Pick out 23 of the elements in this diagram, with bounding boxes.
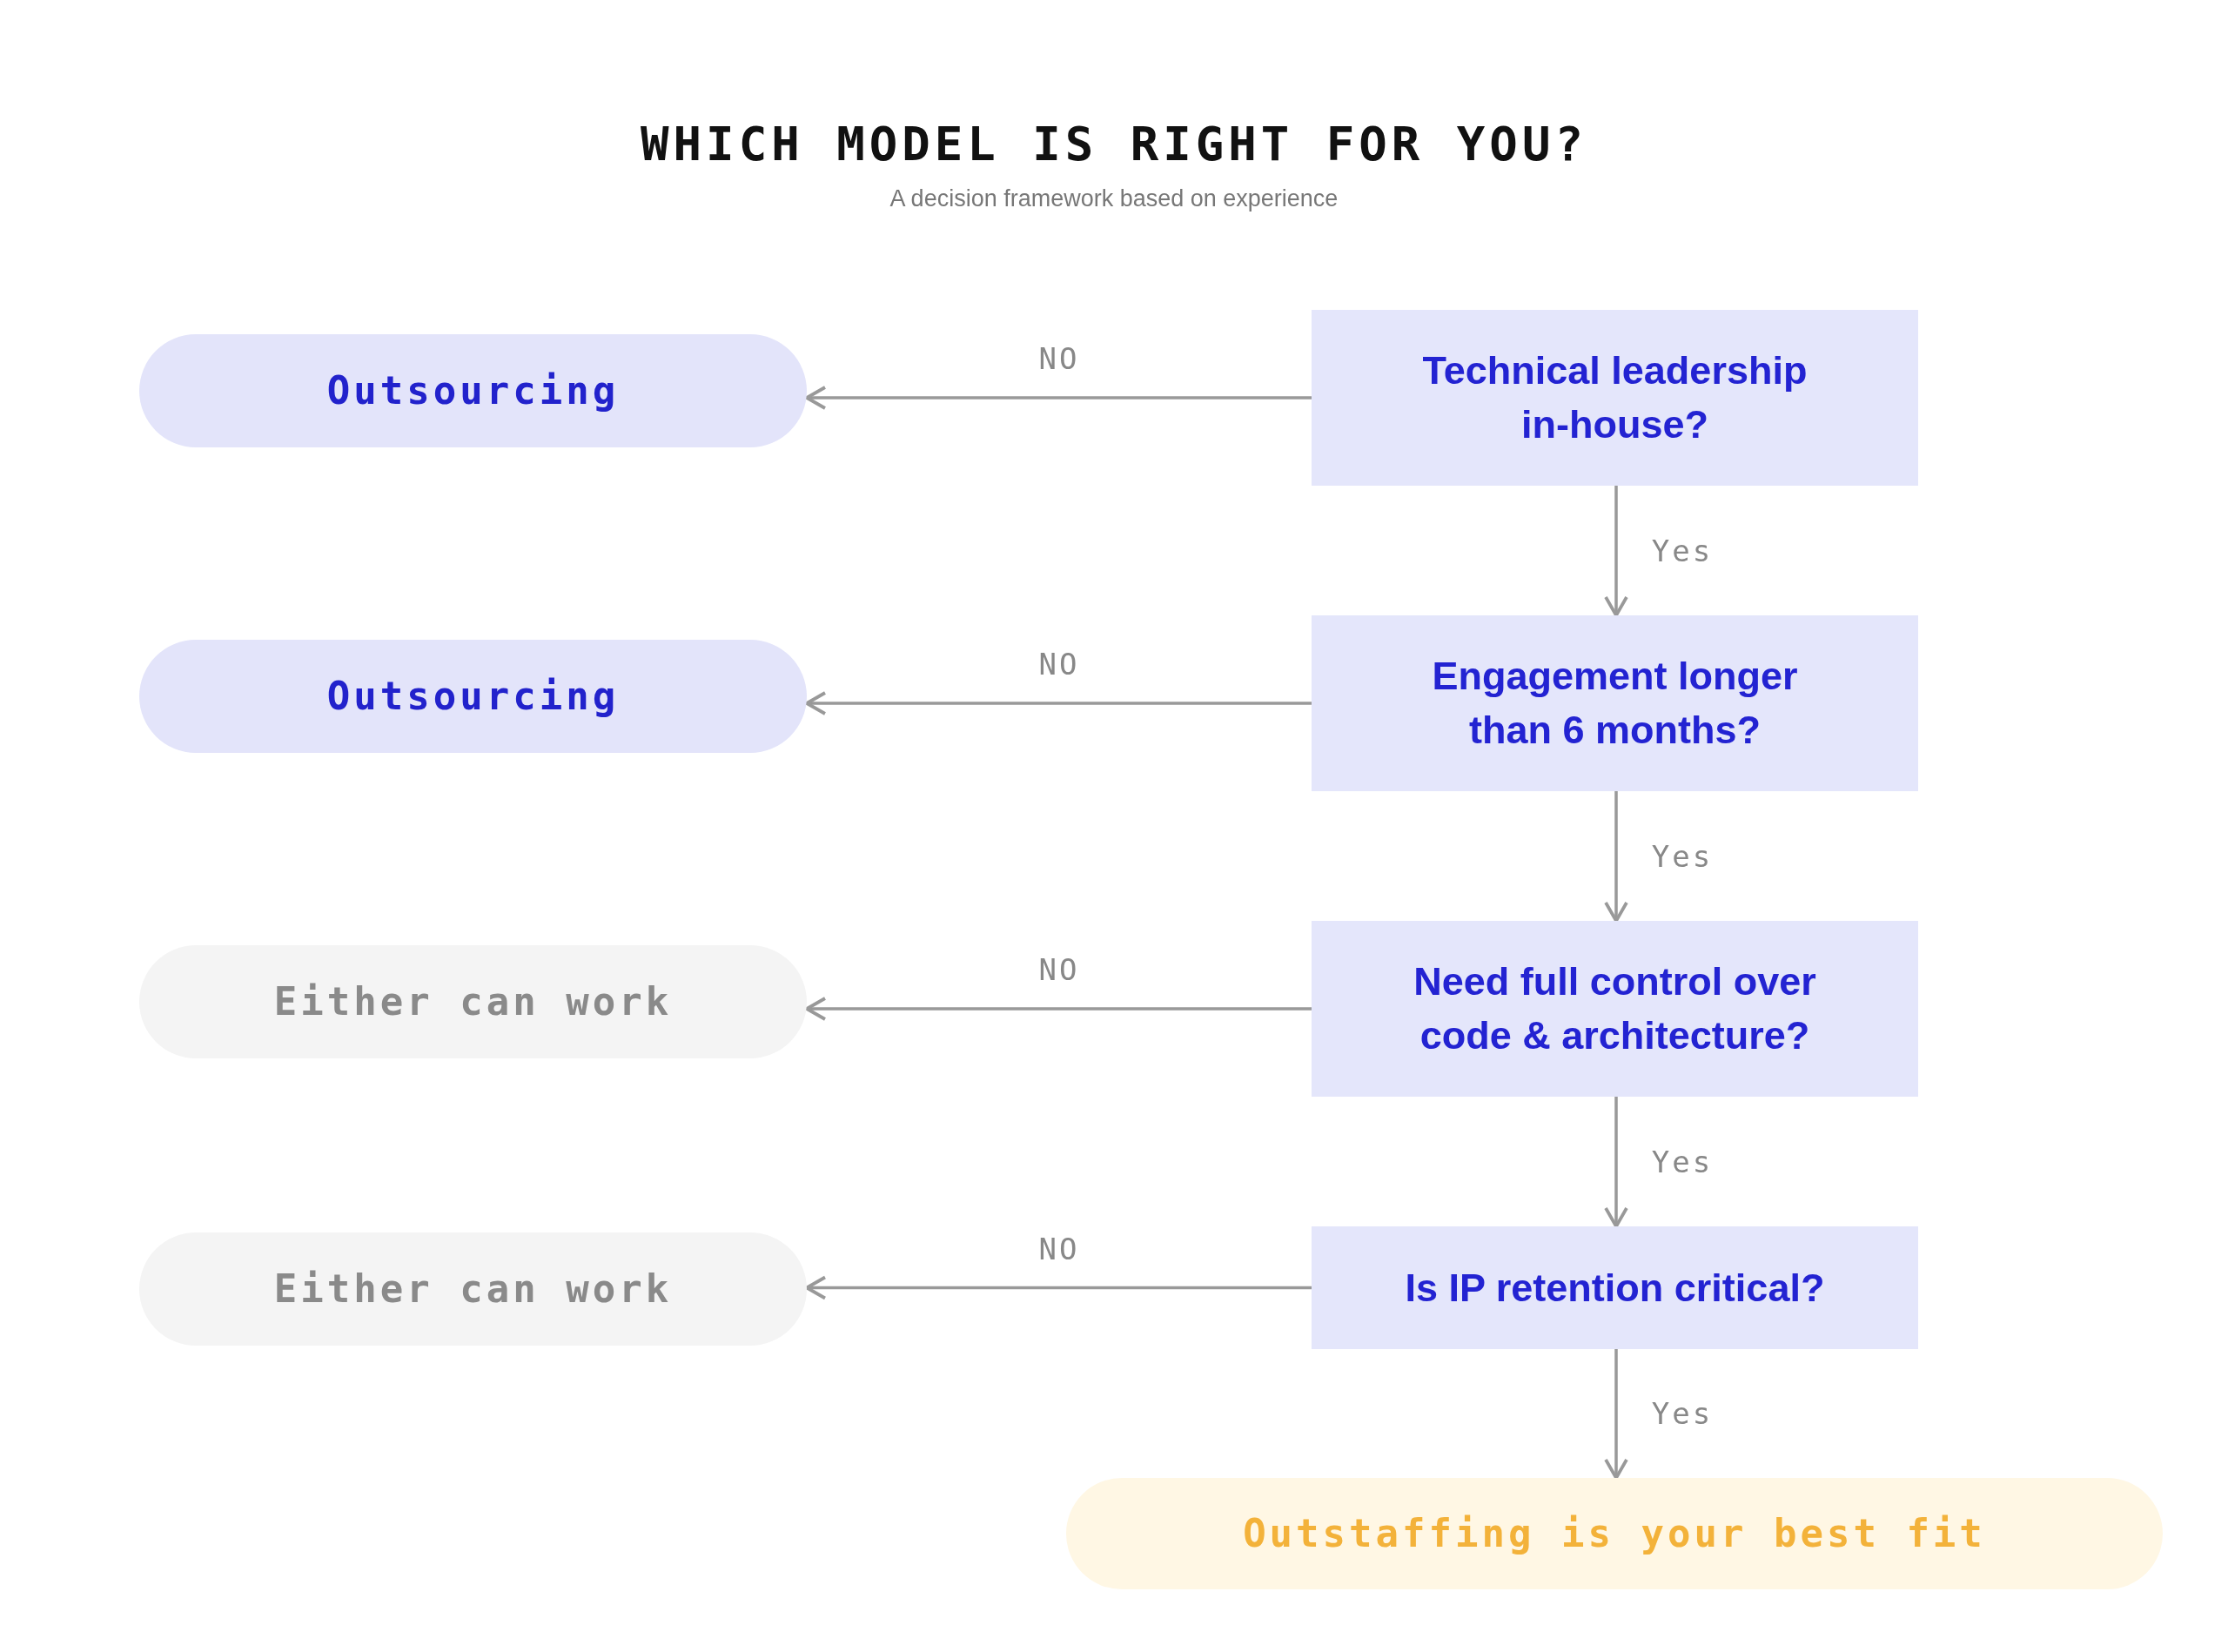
node-text: Either can work — [273, 978, 673, 1025]
arrow — [805, 691, 1312, 715]
arrow — [805, 997, 1312, 1021]
node-text: Is IP retention critical? — [1404, 1264, 1826, 1312]
decision-box — [1312, 921, 1918, 1097]
node-text: Technical leadership in-house? — [1421, 347, 1809, 448]
decision-box — [1312, 1226, 1918, 1349]
arrow — [1604, 791, 1628, 923]
arrow — [1604, 1097, 1628, 1228]
arrow — [1604, 486, 1628, 617]
decision-box — [1312, 615, 1918, 791]
decision-box — [1312, 310, 1918, 486]
arrow — [1604, 1349, 1628, 1480]
arrow — [805, 386, 1312, 410]
node-text: Need full control over code & architecture? — [1413, 958, 1817, 1059]
node-text: Either can work — [273, 1266, 673, 1313]
title: WHICH MODEL IS RIGHT FOR YOU? — [641, 116, 1587, 173]
node-text: Outsourcing — [326, 367, 620, 414]
node-text: Outsourcing — [326, 673, 620, 720]
subtitle: A decision framework based on experience — [889, 185, 1339, 213]
arrow — [805, 1275, 1312, 1300]
node-text: Engagement longer than 6 months? — [1431, 653, 1799, 754]
node-text: Outstaffing is your best fit — [1243, 1510, 1986, 1557]
